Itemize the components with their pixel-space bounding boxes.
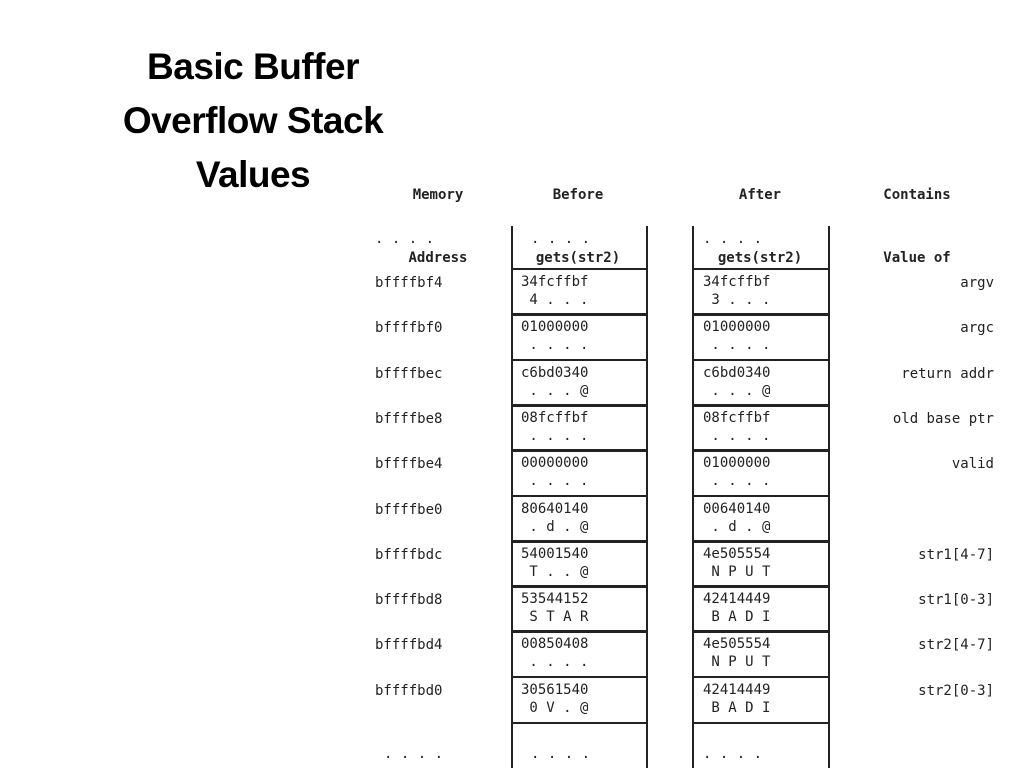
before-hex-value: 08fcffbf: [521, 409, 589, 426]
contains-value: argc: [960, 320, 994, 337]
header-before: Before gets(str2): [518, 143, 638, 290]
contains-value: return addr: [901, 365, 994, 382]
after-char-value: . . . .: [703, 337, 771, 354]
before-char-value: . . . .: [521, 473, 589, 490]
contains-value: valid: [951, 456, 994, 473]
memory-address: bffffbd0: [375, 682, 443, 699]
bottom-ellipsis-after: . . . .: [703, 746, 763, 762]
after-char-value: . d . @: [703, 518, 771, 535]
before-cell: [511, 675, 648, 724]
top-ellipsis-after: . . . .: [703, 231, 763, 247]
after-char-value: B A D I: [703, 609, 771, 626]
before-char-value: T . . @: [521, 563, 589, 580]
after-hex-value: 42414449: [703, 591, 771, 608]
title-line-3: Values: [195, 154, 311, 195]
top-ellipsis-before: . . . .: [531, 231, 591, 247]
memory-address: bffffbf4: [375, 275, 443, 291]
after-char-value: 3 . . .: [703, 292, 771, 308]
memory-address: bffffbd8: [375, 592, 443, 609]
after-hex-value: 01000000: [703, 455, 771, 472]
before-hex-value: 34fcffbf: [521, 274, 589, 290]
after-char-value: . . . .: [703, 427, 771, 444]
after-char-value: N P U T: [703, 563, 771, 580]
header-memory-address: Memory Address: [388, 143, 488, 290]
contains-value: str1[0-3]: [918, 592, 994, 609]
memory-address: bffffbf0: [375, 320, 443, 337]
memory-address: bffffbe8: [375, 410, 443, 427]
before-hex-value: 80640140: [521, 500, 589, 517]
contains-value: str2[0-3]: [918, 682, 994, 699]
before-hex-value: 00850408: [521, 636, 589, 653]
header-address-line-1: Memory: [412, 187, 464, 203]
after-char-value: . . . @: [703, 382, 771, 399]
memory-address: bffffbec: [375, 365, 443, 382]
before-char-value: . . . .: [521, 654, 589, 671]
slide-title: Basic Buffer Overflow Stack Values: [95, 40, 411, 202]
before-char-value: . . . .: [521, 427, 589, 444]
after-hex-value: 34fcffbf: [703, 274, 771, 290]
before-char-value: . . . @: [521, 382, 589, 399]
before-hex-value: 00000000: [521, 455, 589, 472]
contains-value: str2[4-7]: [918, 637, 994, 654]
bottom-ellipsis-address: . . . .: [384, 746, 444, 762]
header-contains-line-1: Contains: [883, 187, 951, 203]
header-after: After gets(str2): [700, 143, 820, 290]
after-hex-value: 08fcffbf: [703, 409, 771, 426]
before-char-value: . d . @: [521, 518, 589, 535]
after-hex-value: 42414449: [703, 681, 771, 698]
after-hex-value: 01000000: [703, 319, 771, 336]
after-cell: [692, 675, 830, 724]
contains-value: argv: [960, 275, 994, 291]
memory-address: bffffbdc: [375, 546, 443, 563]
after-hex-value: 4e505554: [703, 636, 771, 653]
contains-value: str1[4-7]: [918, 546, 994, 563]
header-contains: Contains Value of: [862, 143, 972, 290]
header-after-line-1: After: [738, 187, 782, 203]
before-char-value: 0 V . @: [521, 699, 589, 716]
after-hex-value: c6bd0340: [703, 364, 771, 381]
top-ellipsis-address: . . . .: [375, 231, 435, 247]
after-hex-value: 4e505554: [703, 545, 771, 562]
after-char-value: B A D I: [703, 699, 771, 716]
before-char-value: 4 . . .: [521, 292, 589, 308]
before-hex-value: 53544152: [521, 591, 589, 608]
header-before-line-1: Before: [552, 187, 604, 203]
before-char-value: S T A R: [521, 609, 589, 626]
header-address-line-2: Address: [408, 250, 468, 266]
before-hex-value: 01000000: [521, 319, 589, 336]
memory-address: bffffbd4: [375, 637, 443, 654]
before-hex-value: 54001540: [521, 545, 589, 562]
title-line-2: Overflow Stack: [122, 100, 384, 141]
memory-address: bffffbe0: [375, 501, 443, 518]
after-char-value: . . . .: [703, 473, 771, 490]
header-after-line-2: gets(str2): [717, 250, 803, 266]
memory-address: bffffbe4: [375, 456, 443, 473]
before-hex-value: c6bd0340: [521, 364, 589, 381]
before-hex-value: 30561540: [521, 681, 589, 698]
header-before-line-2: gets(str2): [535, 250, 621, 266]
after-char-value: N P U T: [703, 654, 771, 671]
before-char-value: . . . .: [521, 337, 589, 354]
title-line-1: Basic Buffer: [147, 46, 359, 87]
header-contains-line-2: Value of: [883, 250, 951, 266]
contains-value: old base ptr: [892, 410, 994, 427]
after-hex-value: 00640140: [703, 500, 771, 517]
bottom-ellipsis-before: . . . .: [531, 746, 591, 762]
